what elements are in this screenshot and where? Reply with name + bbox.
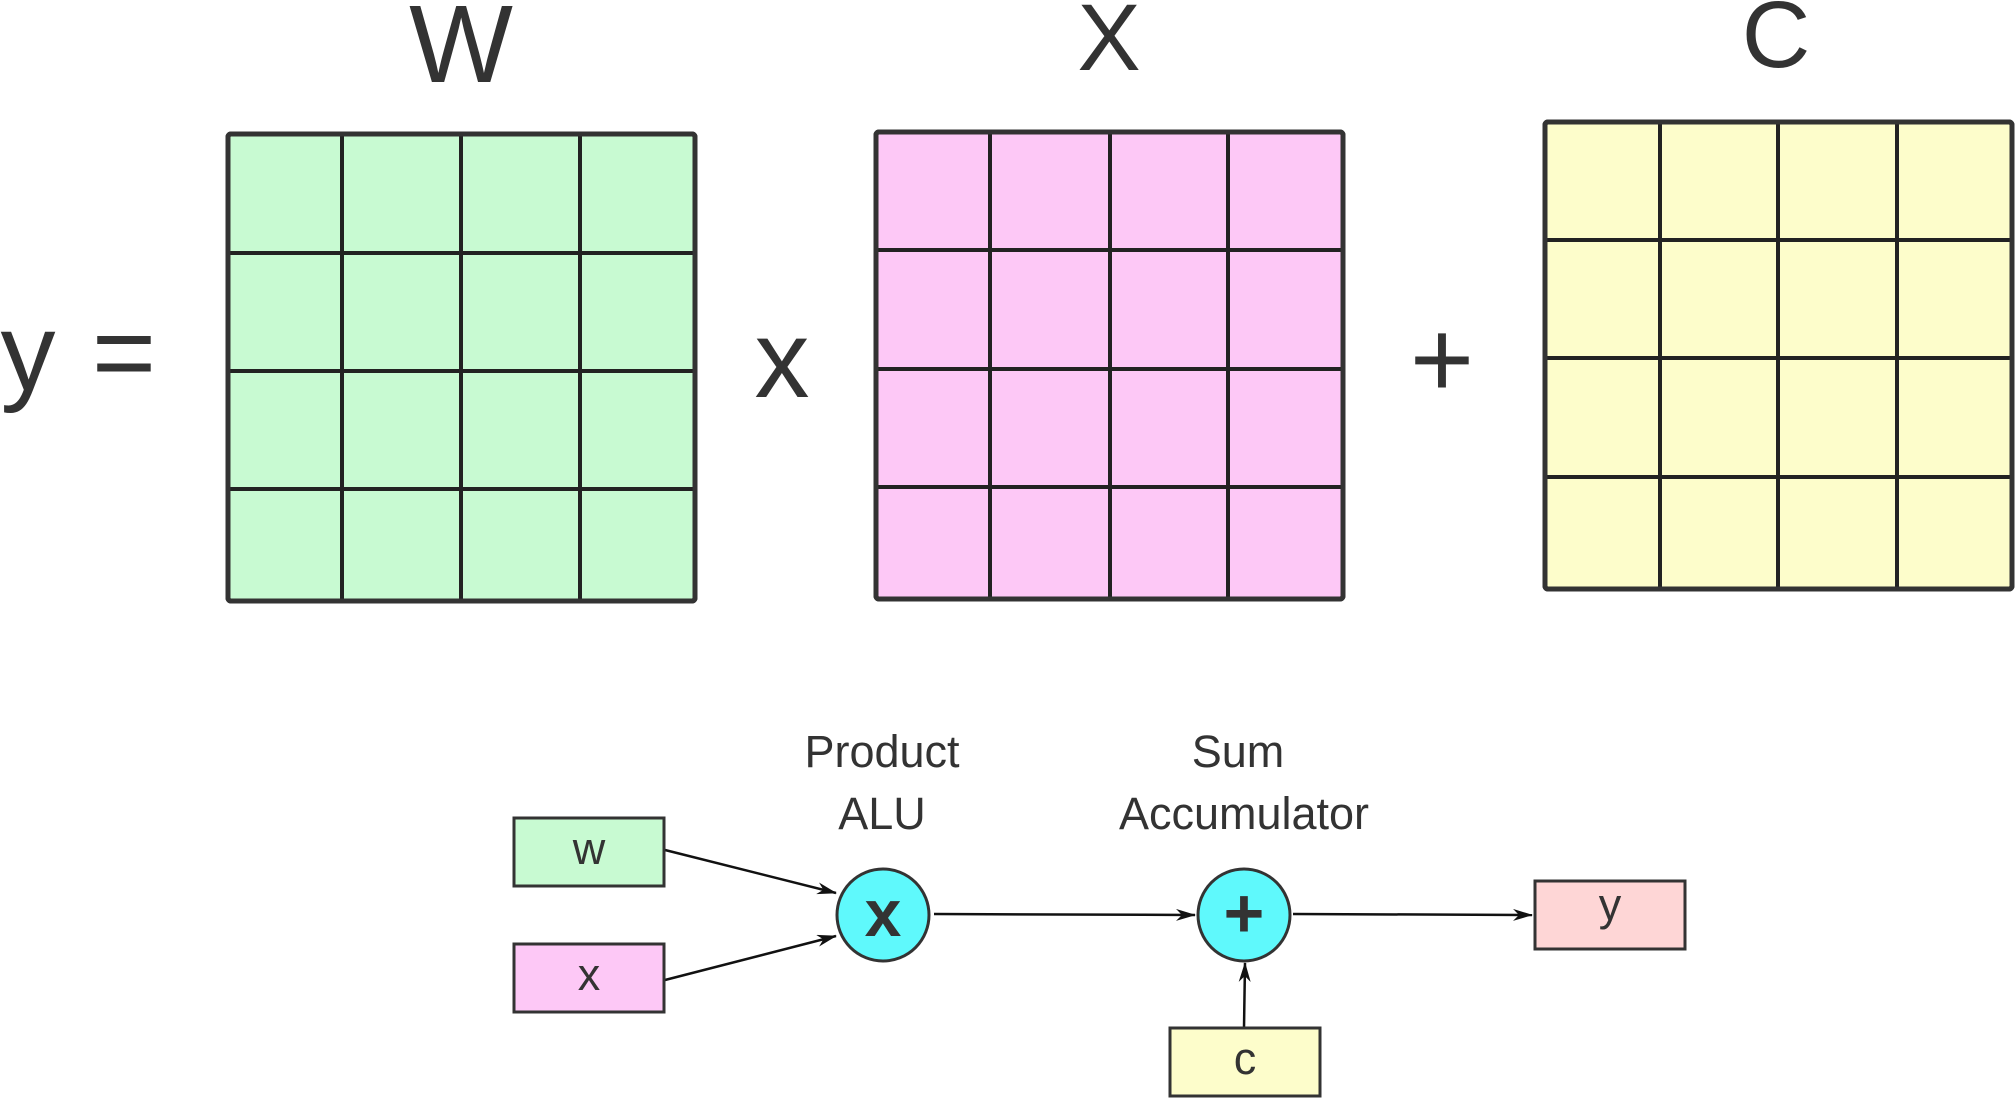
input-x-text: x (578, 949, 601, 1000)
equation-times-sign: x (755, 298, 810, 421)
sum-accumulator-label-line2: Accumulator (1119, 788, 1369, 839)
edge-sum-to-y (1292, 908, 1533, 921)
equation-lhs-y: y (1, 291, 56, 414)
product-alu-circle (835, 867, 931, 963)
output-y-text: y (1599, 879, 1622, 930)
edge-c-to-sum (1238, 962, 1251, 1029)
output-y-node: y (1533, 879, 1687, 951)
input-c-text: c (1234, 1033, 1257, 1084)
matrix-c: C (1542, 0, 2015, 592)
input-c-node: c (1168, 1026, 1322, 1098)
edge-x-to-product (664, 934, 837, 982)
output-y-box (1533, 879, 1687, 951)
input-x-box (512, 942, 666, 1014)
matrix-w: W (225, 0, 698, 604)
sum-accumulator-label-line1: Sum (1192, 726, 1285, 777)
input-w-text: w (572, 823, 606, 874)
matrix-w-label: W (409, 0, 513, 106)
edge-product-to-sum (933, 908, 1196, 921)
input-w-node: w (512, 816, 666, 888)
sum-accumulator-circle (1196, 867, 1292, 963)
input-c-box (1168, 1026, 1322, 1098)
equation-equals-sign: = (92, 291, 156, 414)
product-alu-label-line2: ALU (838, 788, 926, 839)
product-alu-node: x (835, 867, 931, 963)
matrix-c-frame (1542, 119, 2015, 592)
matrix-x: X (873, 0, 1346, 602)
input-x-node: x (512, 942, 666, 1014)
matrix-x-frame (873, 129, 1346, 602)
sum-accumulator-node: + (1196, 867, 1292, 963)
product-alu-label-line1: Product (804, 726, 960, 777)
edge-w-to-product (664, 848, 837, 895)
matrix-x-label: X (1077, 0, 1140, 91)
matrix-c-label: C (1742, 0, 1811, 88)
input-w-box (512, 816, 666, 888)
matrix-w-frame (225, 131, 698, 604)
multiply-icon: x (865, 876, 902, 950)
plus-icon: + (1224, 874, 1265, 952)
equation-plus-sign: + (1410, 298, 1474, 421)
